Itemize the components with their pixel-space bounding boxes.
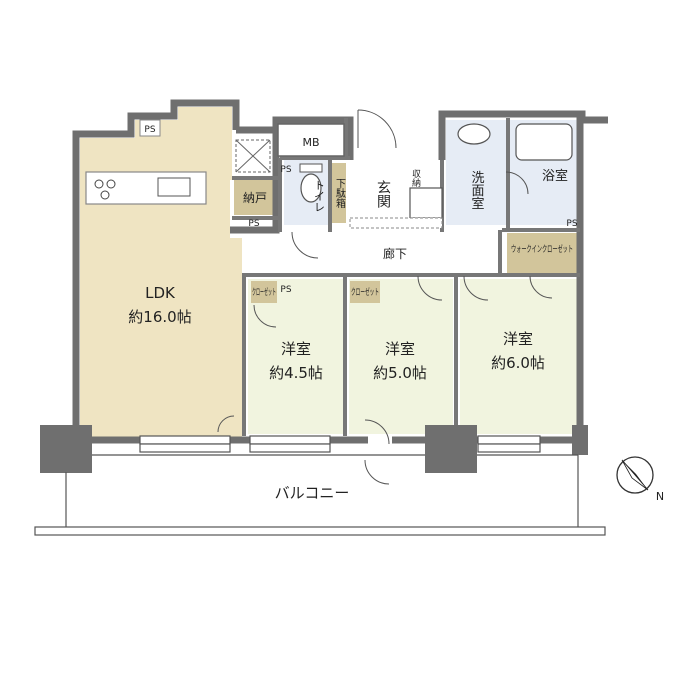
pillar-left	[40, 425, 92, 473]
washing-machine-icon	[409, 187, 443, 219]
western1-floor	[248, 279, 343, 434]
western2-floor	[349, 279, 453, 434]
mb-box	[277, 123, 345, 157]
wic-floor	[507, 233, 577, 273]
western1-label: 洋室	[281, 340, 311, 358]
ldk-label: LDK	[145, 284, 176, 302]
pillar-right	[572, 425, 588, 455]
ps-label-2: PS	[248, 219, 259, 229]
western3-floor	[460, 279, 577, 434]
ps-label-1: PS	[280, 165, 291, 175]
closet1-floor	[251, 281, 277, 303]
western2-size: 約5.0帖	[373, 364, 427, 382]
toilet-tank	[299, 163, 323, 173]
bathtub-icon	[515, 123, 573, 161]
balcony-label: バルコニー	[275, 484, 350, 502]
windows	[139, 435, 541, 453]
storage-small-label: 収納	[410, 168, 421, 188]
mb-label: MB	[302, 136, 319, 149]
toilet-label: トイレ	[313, 180, 326, 213]
entrance-step	[349, 217, 443, 229]
western1-size: 約4.5帖	[269, 364, 323, 382]
closet2-floor	[350, 281, 380, 303]
closet1-label: クローゼット	[252, 286, 276, 298]
washbasin-icon	[457, 123, 491, 145]
hallway-floor	[283, 233, 500, 273]
toilet-icon	[300, 173, 322, 203]
compass-label: N	[656, 490, 664, 503]
western2-label: 洋室	[385, 340, 415, 358]
storage-label: 納戸	[243, 191, 267, 205]
western3-size: 約6.0帖	[491, 354, 545, 372]
closet2-label: クローゼット	[351, 286, 379, 298]
ps-label-3: PS	[280, 285, 291, 295]
stove-icon	[94, 179, 116, 200]
shoebox-floor	[332, 163, 346, 223]
sink-icon	[157, 177, 191, 197]
washroom-label: 洗面室	[469, 171, 485, 210]
bathroom-label: 浴室	[542, 168, 568, 184]
ps-label-4: PS	[566, 219, 577, 229]
pillar-middle	[425, 425, 477, 473]
wic-label: ウォークインクローゼット	[511, 243, 573, 255]
entrance-label: 玄関	[375, 179, 391, 209]
balcony	[34, 454, 606, 536]
ldk-floor	[80, 107, 242, 438]
fridge-space	[139, 119, 161, 137]
ldk-size: 約16.0帖	[128, 308, 191, 326]
doors	[217, 109, 553, 485]
storage-floor	[234, 180, 275, 215]
compass-icon	[616, 456, 654, 494]
shoebox-label: 下駄箱	[334, 178, 346, 209]
western3-label: 洋室	[503, 330, 533, 348]
hallway-label: 廊下	[383, 246, 407, 261]
duct-icon	[235, 139, 271, 173]
ps-label-5: PS	[144, 125, 155, 135]
